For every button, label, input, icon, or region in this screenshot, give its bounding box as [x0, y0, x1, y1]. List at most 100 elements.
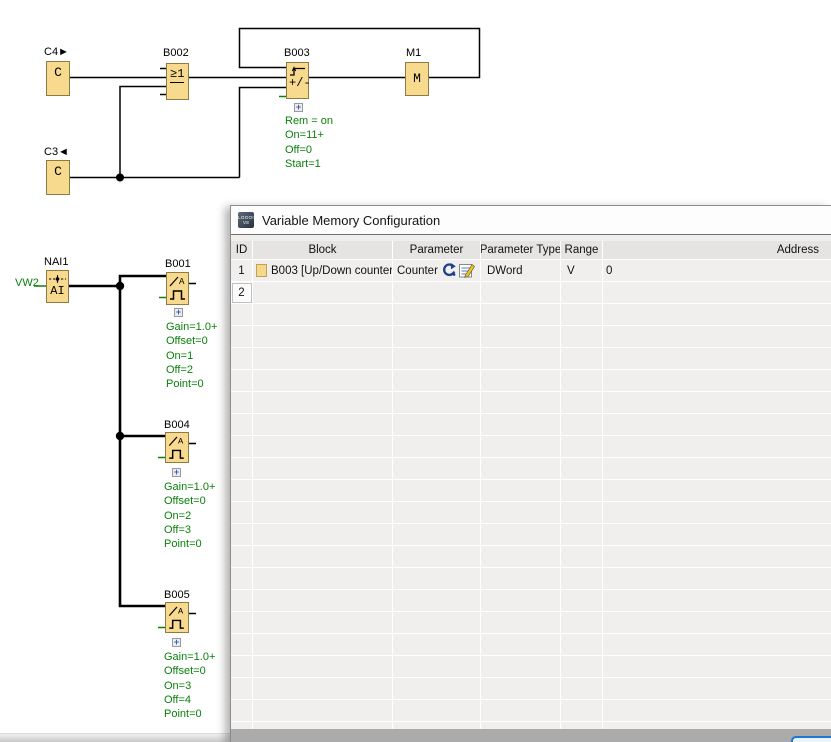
annotation-b001: Gain=1.0+Offset=0 On=1Off=2 Point=0	[166, 320, 217, 391]
table-row-empty[interactable]	[231, 392, 831, 414]
block-nai1-analog-input[interactable]: AI	[46, 270, 69, 303]
block-label-b002: B002	[163, 47, 189, 59]
column-header-parameter[interactable]: Parameter	[393, 241, 481, 260]
table-row-empty[interactable]	[231, 436, 831, 458]
svg-text:A: A	[178, 607, 184, 617]
block-b005-analog-trigger[interactable]: A	[165, 602, 189, 633]
cell-parameter-text: Counter	[397, 265, 438, 277]
cursor-key-glyph: C	[47, 65, 69, 80]
cell-parameter-type[interactable]	[481, 282, 561, 304]
annotation-b004: Gain=1.0+Offset=0 On=2Off=3 Point=0	[164, 480, 215, 551]
block-m1-marker[interactable]: M	[405, 62, 429, 96]
analog-input-glyph: AI	[47, 284, 68, 298]
table-empty-rows	[231, 304, 831, 742]
vw2-network-label: VW2	[15, 277, 39, 289]
table-row-empty[interactable]	[231, 568, 831, 590]
column-header-parameter-type[interactable]: Parameter Type	[481, 241, 561, 260]
edit-icon[interactable]	[459, 263, 475, 278]
table-row-empty[interactable]	[231, 678, 831, 700]
table-row-empty[interactable]	[231, 370, 831, 392]
dialog-titlebar[interactable]: LOGO!V8 Variable Memory Configuration	[231, 206, 831, 234]
block-label-b005: B005	[164, 589, 190, 601]
plus-minus-glyph: +/-	[289, 76, 311, 90]
cell-block[interactable]: B003 [Up/Down counter]	[253, 260, 393, 282]
column-header-block[interactable]: Block	[253, 241, 393, 260]
cell-block-text: B003 [Up/Down counter]	[271, 265, 393, 277]
cell-id[interactable]: 1	[231, 260, 253, 282]
table-row-empty[interactable]	[231, 304, 831, 326]
block-label-b001: B001	[165, 258, 191, 270]
dialog-bottom-bar	[231, 729, 831, 742]
block-label-b004: B004	[164, 419, 190, 431]
cell-block[interactable]	[253, 282, 393, 304]
table-row-empty[interactable]	[231, 502, 831, 524]
block-b001-analog-trigger[interactable]: A	[166, 272, 189, 305]
table-row[interactable]: 1 B003 [Up/Down counter] Counter	[231, 260, 831, 282]
expand-parameters-button[interactable]: +	[174, 308, 183, 317]
wire-trunk-to-b005	[120, 286, 165, 606]
marker-glyph: M	[406, 71, 428, 86]
cursor-key-glyph: C	[47, 164, 69, 179]
cell-range[interactable]	[561, 282, 603, 304]
cell-parameter[interactable]: Counter	[393, 260, 481, 282]
expand-parameters-button[interactable]: +	[172, 468, 181, 477]
table-row-empty[interactable]	[231, 348, 831, 370]
table-row-empty[interactable]	[231, 414, 831, 436]
expand-parameters-button[interactable]: +	[294, 103, 303, 112]
cell-parameter-type[interactable]: DWord	[481, 260, 561, 282]
block-b004-analog-trigger[interactable]: A	[165, 432, 189, 463]
block-c3-cursor-input[interactable]: C	[46, 160, 70, 195]
annotation-b003: Rem = onOn=11+ Off=0Start=1	[285, 114, 333, 171]
canvas-horizontal-scrollbar[interactable]	[0, 733, 230, 742]
cell-address[interactable]	[603, 282, 831, 304]
svg-text:A: A	[179, 277, 185, 287]
analog-trigger-icon: A	[168, 275, 188, 303]
wire-m1-feedback	[240, 29, 480, 78]
cell-range[interactable]: V	[561, 260, 603, 282]
junction-dot	[116, 282, 124, 290]
column-header-id[interactable]: ID	[231, 241, 253, 260]
table-header-row: ID Block Parameter Parameter Type Range …	[231, 241, 831, 260]
refresh-icon[interactable]	[441, 263, 456, 278]
expand-parameters-button[interactable]: +	[172, 638, 181, 647]
table-row-empty[interactable]	[231, 612, 831, 634]
ok-button[interactable]	[791, 736, 831, 742]
table-row[interactable]: 2	[231, 282, 831, 304]
wire-to-b001	[120, 276, 166, 286]
table-row-empty[interactable]	[231, 524, 831, 546]
table-row-empty[interactable]	[231, 700, 831, 722]
analog-trigger-icon: A	[167, 605, 187, 632]
block-c4-cursor-input[interactable]: C	[46, 61, 70, 96]
dialog-title: Variable Memory Configuration	[262, 213, 440, 228]
cell-parameter[interactable]	[393, 282, 481, 304]
block-b003-updown-counter[interactable]: +/-	[286, 62, 309, 99]
table-row-empty[interactable]	[231, 590, 831, 612]
cell-id-selected[interactable]: 2	[231, 282, 253, 304]
block-label-b003: B003	[284, 47, 310, 59]
column-header-address[interactable]: Address	[603, 241, 831, 260]
block-label-nai1: NAI1	[44, 256, 68, 268]
or-gate-glyph: ≥1	[170, 67, 184, 83]
table-row-empty[interactable]	[231, 480, 831, 502]
table-row-empty[interactable]	[231, 634, 831, 656]
block-label-m1: M1	[406, 47, 421, 59]
block-b002-or-gate[interactable]: ≥1	[166, 63, 189, 100]
table-row-empty[interactable]	[231, 546, 831, 568]
block-label-c3: C3◄	[44, 146, 69, 158]
analog-network-icon	[48, 274, 67, 284]
junction-dot	[116, 174, 124, 182]
analog-trigger-icon: A	[167, 435, 187, 462]
column-header-range[interactable]: Range	[561, 241, 603, 260]
table-row-empty[interactable]	[231, 326, 831, 348]
block-icon	[256, 264, 267, 277]
annotation-b005: Gain=1.0+Offset=0 On=3Off=4 Point=0	[164, 650, 215, 721]
junction-dot	[116, 432, 124, 440]
cell-address[interactable]: 0	[603, 260, 831, 282]
table-row-empty[interactable]	[231, 458, 831, 480]
variable-memory-dialog: LOGO!V8 Variable Memory Configuration ID…	[230, 205, 831, 742]
table-row-empty[interactable]	[231, 656, 831, 678]
logo-app-icon: LOGO!V8	[238, 212, 254, 228]
wire-c3-branch-to-b002	[120, 87, 166, 178]
block-label-c4: C4►	[44, 46, 69, 58]
